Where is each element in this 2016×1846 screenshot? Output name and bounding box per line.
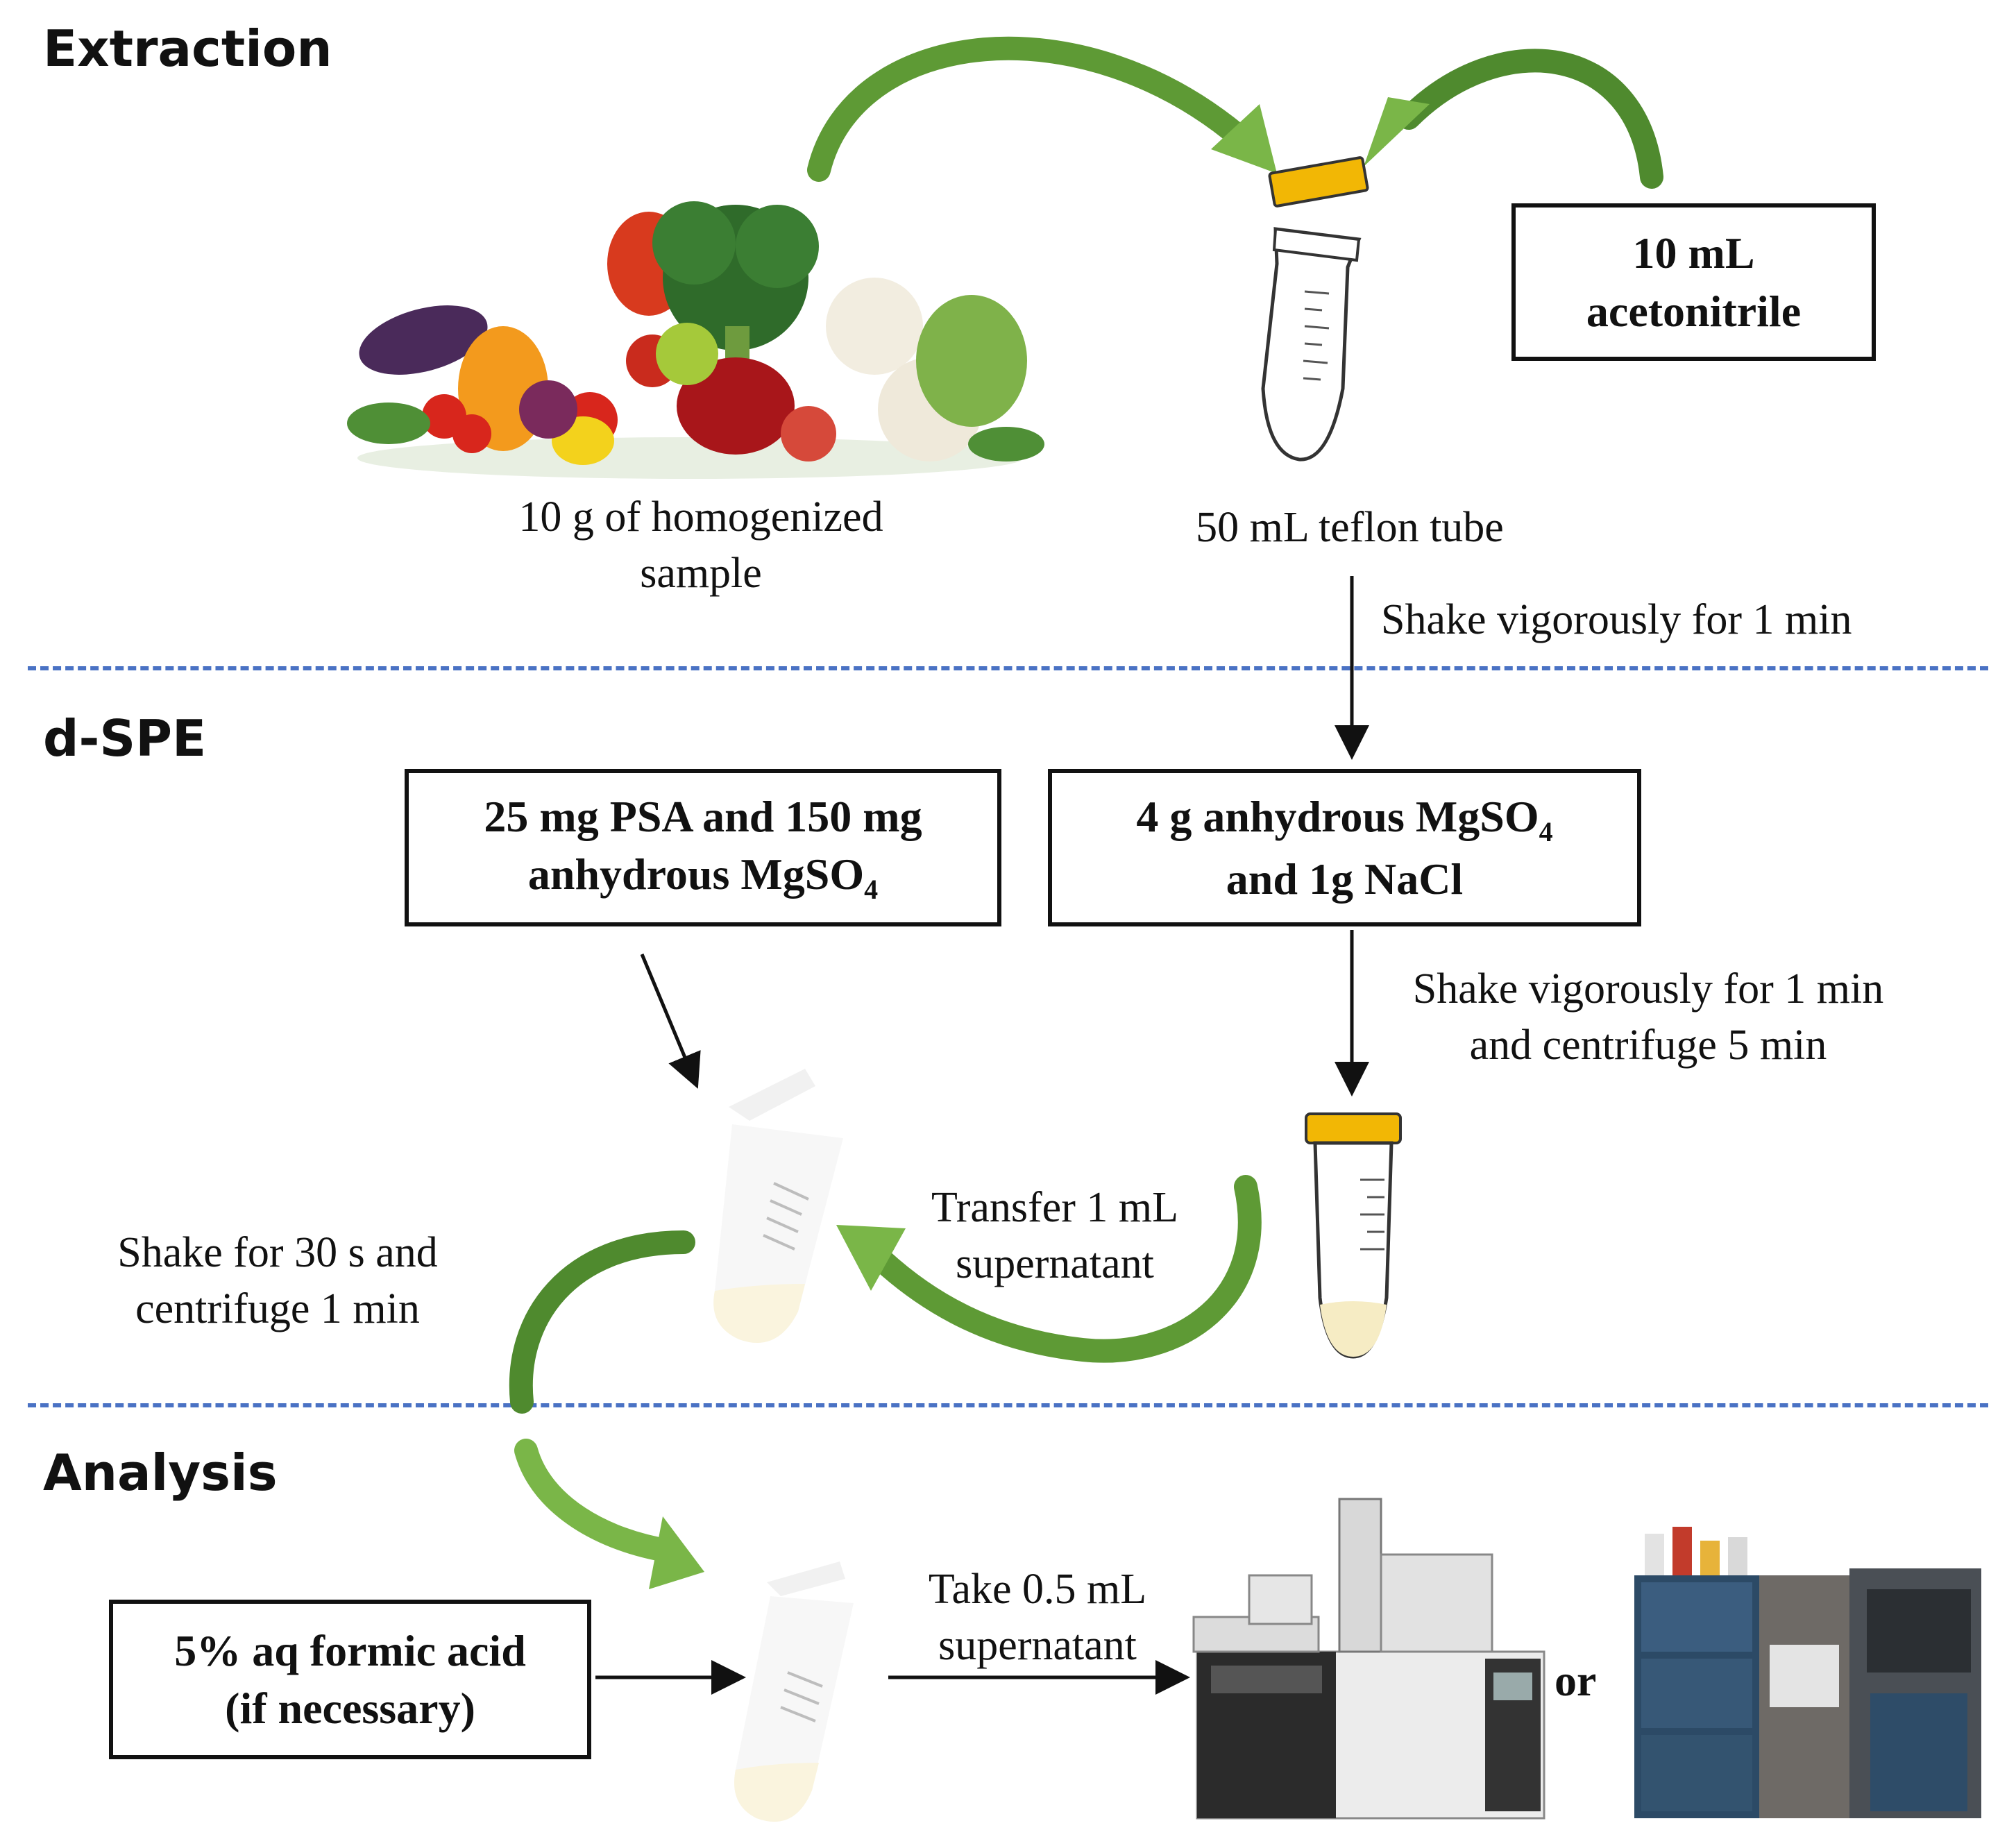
teflon-tube-icon: [1261, 156, 1369, 462]
green-arrow-shake-centrifuge: [509, 1230, 704, 1589]
salts-line1: 4 g anhydrous MgSO4: [1136, 788, 1552, 850]
shake-centrifuge-line1: Shake for 30 s and: [117, 1229, 438, 1276]
acetonitrile-line1: 10 mL: [1632, 228, 1755, 278]
shake-label-2-line2: and centrifuge 5 min: [1469, 1021, 1827, 1069]
acetonitrile-box: 10 mL acetonitrile: [1511, 203, 1876, 361]
formic-line2: (if necessary): [225, 1684, 475, 1733]
section-title-analysis: Analysis: [43, 1443, 278, 1502]
psa-line2: anhydrous MgSO4: [528, 845, 878, 908]
sample-label-line2: sample: [640, 549, 762, 597]
take-label: Take 0.5 mL supernatant: [874, 1561, 1201, 1673]
shake-label-1: Shake vigorously for 1 min: [1381, 596, 1852, 643]
psa-line2-sub: 4: [864, 873, 879, 905]
microtube-icon: [734, 1561, 854, 1822]
salts-box: 4 g anhydrous MgSO4 and 1g NaCl: [1048, 769, 1641, 926]
take-label-line1: Take 0.5 mL: [928, 1566, 1147, 1613]
psa-box: 25 mg PSA and 150 mg anhydrous MgSO4: [405, 769, 1001, 926]
take-label-line2: supernatant: [938, 1621, 1137, 1669]
section-title-extraction: Extraction: [43, 19, 332, 78]
salts-line1-sub: 4: [1539, 815, 1553, 847]
salts-line2: and 1g NaCl: [1226, 854, 1464, 904]
transfer-label-line2: supernatant: [956, 1239, 1154, 1287]
vegetables-image: [347, 177, 1044, 479]
psa-line1: 25 mg PSA and 150 mg: [484, 792, 922, 841]
transfer-label: Transfer 1 mL supernatant: [874, 1180, 1235, 1292]
green-arrow-acetonitrile-to-tube: [1364, 49, 1663, 189]
gc-instrument-icon: [1192, 1498, 1545, 1820]
green-arrow-sample-to-tube: [807, 36, 1277, 182]
salts-line1-text: 4 g anhydrous MgSO: [1136, 792, 1539, 841]
shake-label-2: Shake vigorously for 1 min and centrifug…: [1360, 961, 1936, 1073]
tube-label: 50 mL teflon tube: [1196, 504, 1504, 551]
shake-centrifuge-line2: centrifuge 1 min: [135, 1285, 420, 1332]
centrifuge-tube-icon: [1305, 1112, 1402, 1359]
sample-label-line1: 10 g of homogenized: [518, 493, 883, 541]
section-divider: [28, 666, 1988, 670]
section-divider: [28, 1403, 1988, 1407]
lc-instrument-icon: [1634, 1527, 1981, 1818]
transfer-label-line1: Transfer 1 mL: [931, 1184, 1178, 1231]
formic-acid-box: 5% aq formic acid (if necessary): [109, 1600, 591, 1759]
shake-label-2-line1: Shake vigorously for 1 min: [1412, 965, 1884, 1013]
section-title-dspe: d-SPE: [43, 709, 207, 768]
arrow-psa-to-microtube: [640, 954, 701, 1089]
or-label: or: [1555, 1656, 1597, 1705]
shake-centrifuge-label: Shake for 30 s and centrifuge 1 min: [69, 1225, 486, 1337]
microtube-icon: [713, 1069, 843, 1343]
sample-label: 10 g of homogenized sample: [430, 489, 972, 601]
acetonitrile-line2: acetonitrile: [1586, 286, 1802, 336]
green-arrow-transfer: [836, 1175, 1262, 1363]
psa-line2-text: anhydrous MgSO: [527, 849, 865, 899]
formic-line1: 5% aq formic acid: [174, 1625, 526, 1675]
